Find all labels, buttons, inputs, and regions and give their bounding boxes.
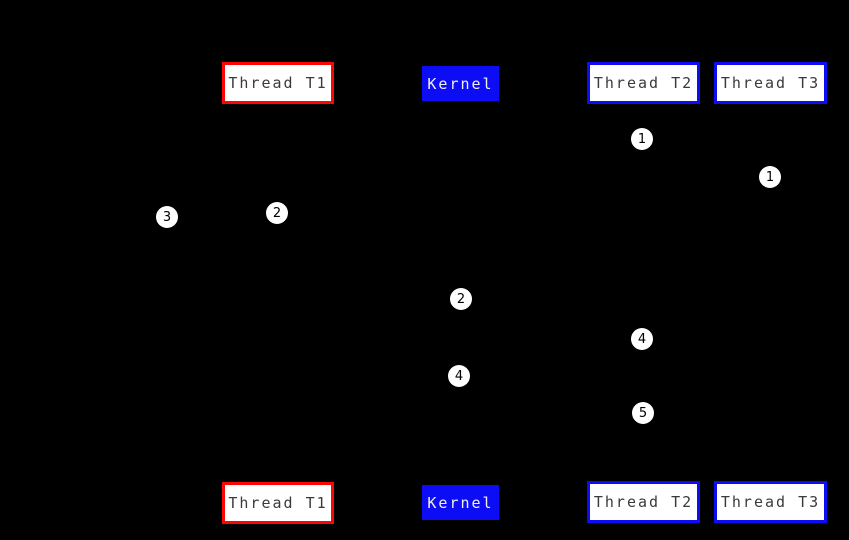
step-marker-3-left: 3	[156, 206, 178, 228]
node-thread-t3-top: Thread T3	[714, 62, 827, 104]
step-marker-5-t2: 5	[632, 402, 654, 424]
step-marker-1-t3: 1	[759, 166, 781, 188]
step-marker-1-t2: 1	[631, 128, 653, 150]
node-thread-t3-top-label: Thread T3	[720, 74, 821, 92]
step-marker-4-kernel: 4	[448, 365, 470, 387]
node-thread-t2-bottom-label: Thread T2	[593, 493, 694, 511]
node-kernel-bottom: Kernel	[422, 485, 499, 520]
node-thread-t2-bottom: Thread T2	[587, 481, 700, 523]
node-kernel-top: Kernel	[422, 66, 499, 101]
step-marker-2-kernel: 2	[450, 288, 472, 310]
node-thread-t1-top-label: Thread T1	[228, 74, 328, 92]
node-thread-t2-top: Thread T2	[587, 62, 700, 104]
node-thread-t3-bottom-label: Thread T3	[720, 493, 821, 511]
node-kernel-bottom-label: Kernel	[427, 493, 494, 512]
node-thread-t1-bottom-label: Thread T1	[228, 494, 328, 512]
node-thread-t2-top-label: Thread T2	[593, 74, 694, 92]
node-thread-t1-top: Thread T1	[222, 62, 334, 104]
node-thread-t1-bottom: Thread T1	[222, 482, 334, 524]
node-thread-t3-bottom: Thread T3	[714, 481, 827, 523]
step-marker-2-t1: 2	[266, 202, 288, 224]
node-kernel-top-label: Kernel	[427, 74, 494, 93]
step-marker-4-t2: 4	[631, 328, 653, 350]
